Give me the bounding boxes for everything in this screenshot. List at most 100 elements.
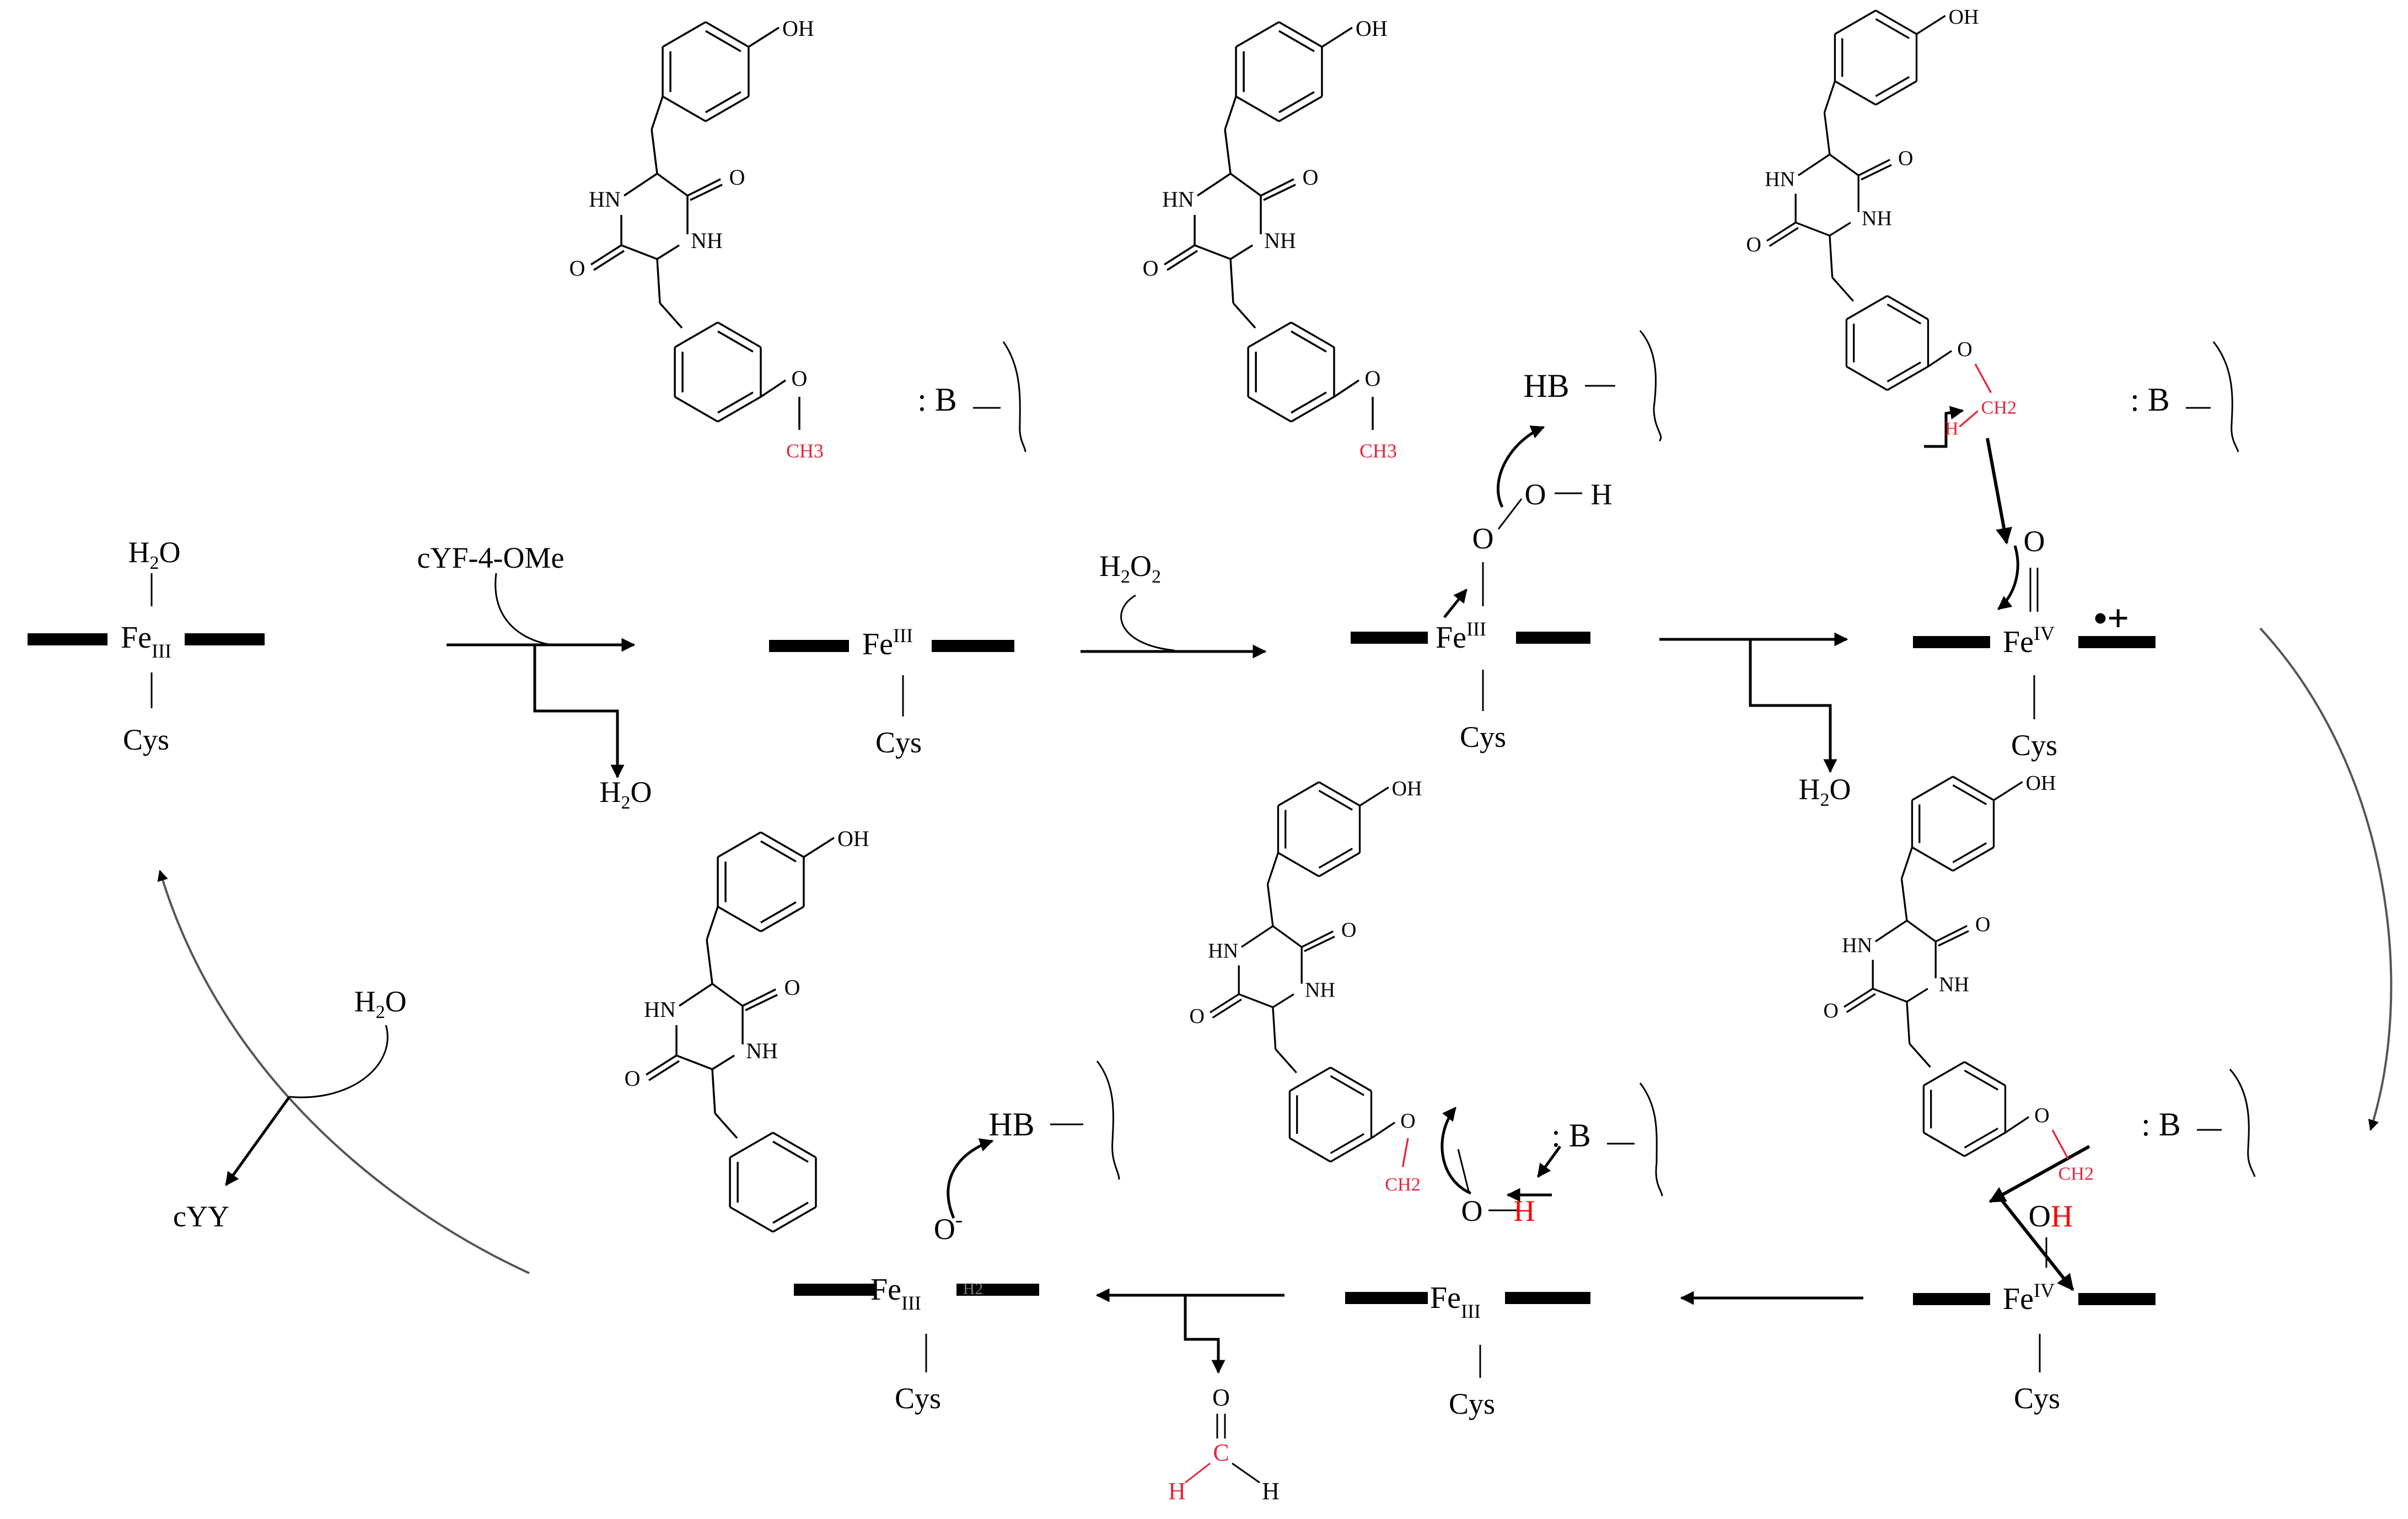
cysteine-ligand: Cys (2014, 1382, 2060, 1415)
iron-label: Fe (1430, 1281, 1461, 1315)
base-ferryl-hydroxide: : B (2141, 1069, 2256, 1177)
released-water: H2O (1799, 773, 1851, 810)
iron-center-ferryl-hydroxide: FeIV OH Cys (1913, 1145, 2156, 1415)
atom-label: OH (837, 826, 869, 851)
svg-text:FeIV: FeIV (2003, 622, 2055, 659)
svg-text:H: H (1168, 1478, 1186, 1505)
cysteine-ligand: Cys (875, 726, 922, 759)
svg-text:FeIII: FeIII (1430, 1281, 1481, 1322)
atom-label: O (1746, 233, 1761, 256)
hb-acid: HB (988, 1106, 1034, 1143)
peroxo-hydrogen: H (1591, 478, 1613, 511)
atom-label: O (625, 1066, 641, 1091)
svg-text:: B: : B (2141, 1106, 2181, 1143)
atom-label: HN (1208, 939, 1238, 962)
hemiacetal-hydrogen: H (1514, 1194, 1535, 1227)
radical-cation-label: •+ (2094, 597, 2129, 640)
atom-label: HN (589, 187, 621, 212)
hb-acid: HB (1523, 368, 1569, 404)
atom-label: O (729, 165, 745, 190)
atom-label: NH (1939, 973, 1969, 996)
atom-label: O (569, 256, 585, 281)
hydroxide-ligand: OH (2029, 1199, 2073, 1233)
atom-label: O (1365, 366, 1381, 391)
atom-label: OH (1392, 777, 1422, 800)
atom-label: O (1143, 256, 1159, 281)
cycle-arc-right (2259, 627, 2393, 1131)
atom-label: NH (746, 1038, 778, 1063)
atom-label: NH (1862, 207, 1892, 230)
formaldehyde: O C H H (1168, 1384, 1280, 1505)
water-label: H2O (354, 985, 407, 1022)
cycle-arc-left (157, 870, 530, 1274)
atom-label: OH (782, 16, 814, 41)
atom-label: NH (1305, 979, 1335, 1002)
product-label: cYY (173, 1200, 229, 1233)
methyl-label: CH3 (1359, 440, 1397, 462)
cysteine-ligand: Cys (123, 723, 169, 756)
svg-text:C: C (1213, 1439, 1229, 1466)
iron-label: Fe (121, 621, 152, 655)
atom-label: NH (691, 228, 723, 253)
atom-label: HN (1765, 168, 1795, 191)
cysteine-ligand: Cys (2011, 729, 2057, 762)
substrate-label: cYF-4-OMe (417, 541, 565, 574)
atom-label: O (784, 975, 800, 1000)
svg-text:O: O (1212, 1384, 1230, 1411)
svg-text:FeIII: FeIII (870, 1273, 921, 1314)
atom-label: HN (644, 997, 676, 1022)
svg-text:FeIII: FeIII (121, 621, 171, 662)
hemiacetal-oxygen: O (1461, 1194, 1483, 1227)
atom-label: O (792, 366, 808, 391)
methylene-label: CH2 (1981, 398, 2017, 418)
iron-label: Fe (862, 627, 893, 661)
peroxo-oxygen-2: O (1525, 478, 1546, 511)
arrow-formaldehyde-release: O C H H (1095, 1288, 1284, 1505)
atom-label: O (2034, 1104, 2049, 1127)
arrow-substrate-binding: cYF-4-OMe H2O (417, 541, 652, 813)
atom-label: NH (1264, 228, 1296, 253)
atom-label: O (1400, 1109, 1415, 1133)
atom-label: O (1823, 999, 1838, 1022)
arrow-product-release: H2O cYY (173, 985, 406, 1233)
atom-label: HN (1842, 934, 1872, 957)
svg-text:H: H (1262, 1478, 1280, 1505)
atom-label: O (1341, 918, 1356, 941)
cysteine-ligand: Cys (1460, 720, 1506, 753)
cysteine-ligand: Cys (895, 1382, 941, 1415)
oxo-ligand: O (2024, 525, 2045, 558)
iron-center-substrate-bound: FeIII Cys (769, 624, 1014, 759)
iron-center-after-rebound: FeIII Cys O H : B (1345, 1082, 1663, 1420)
molecule-hemiacetal: OH HN O NH O O CH2 (1189, 777, 1422, 1195)
molecule-phenolate: OH HN O NH O (625, 826, 869, 1233)
svg-text:FeIII: FeIII (1436, 618, 1486, 655)
molecule-substrate-bound: OH HN O NH O O CH3 (569, 16, 824, 462)
base: : B (1551, 1117, 1591, 1154)
cysteine-ligand: Cys (1449, 1387, 1495, 1420)
atom-label: O (1957, 338, 1972, 361)
arrow-peroxide-binding: H2O2 (1081, 550, 1267, 659)
iron-label: Fe (2003, 1282, 2034, 1316)
iron-center-product-release: FeIII H2 Cys O- HB (794, 1060, 1120, 1415)
atom-label: OH (2026, 772, 2056, 795)
svg-text:FeIV: FeIV (2003, 1279, 2055, 1316)
atom-label: O (1898, 147, 1913, 170)
iron-center-compound-i: FeIV O Cys •+ (1913, 525, 2156, 762)
svg-text:FeIII: FeIII (862, 624, 913, 661)
methylene-label: CH2 (1385, 1175, 1421, 1195)
atom-label: OH (1356, 16, 1388, 41)
atom-label: O (1189, 1005, 1204, 1028)
atom-label: O (1303, 165, 1319, 190)
iron-center-resting: H2O FeIII Cys (28, 536, 265, 756)
atom-label: O (1975, 913, 1990, 936)
svg-text:: B: : B (2130, 381, 2170, 418)
h-abstraction-arrows (1924, 406, 2019, 610)
water-ligand: H2O (128, 536, 181, 573)
base-substrate-bound: : B (917, 341, 1026, 453)
methyl-label: CH3 (786, 440, 824, 462)
